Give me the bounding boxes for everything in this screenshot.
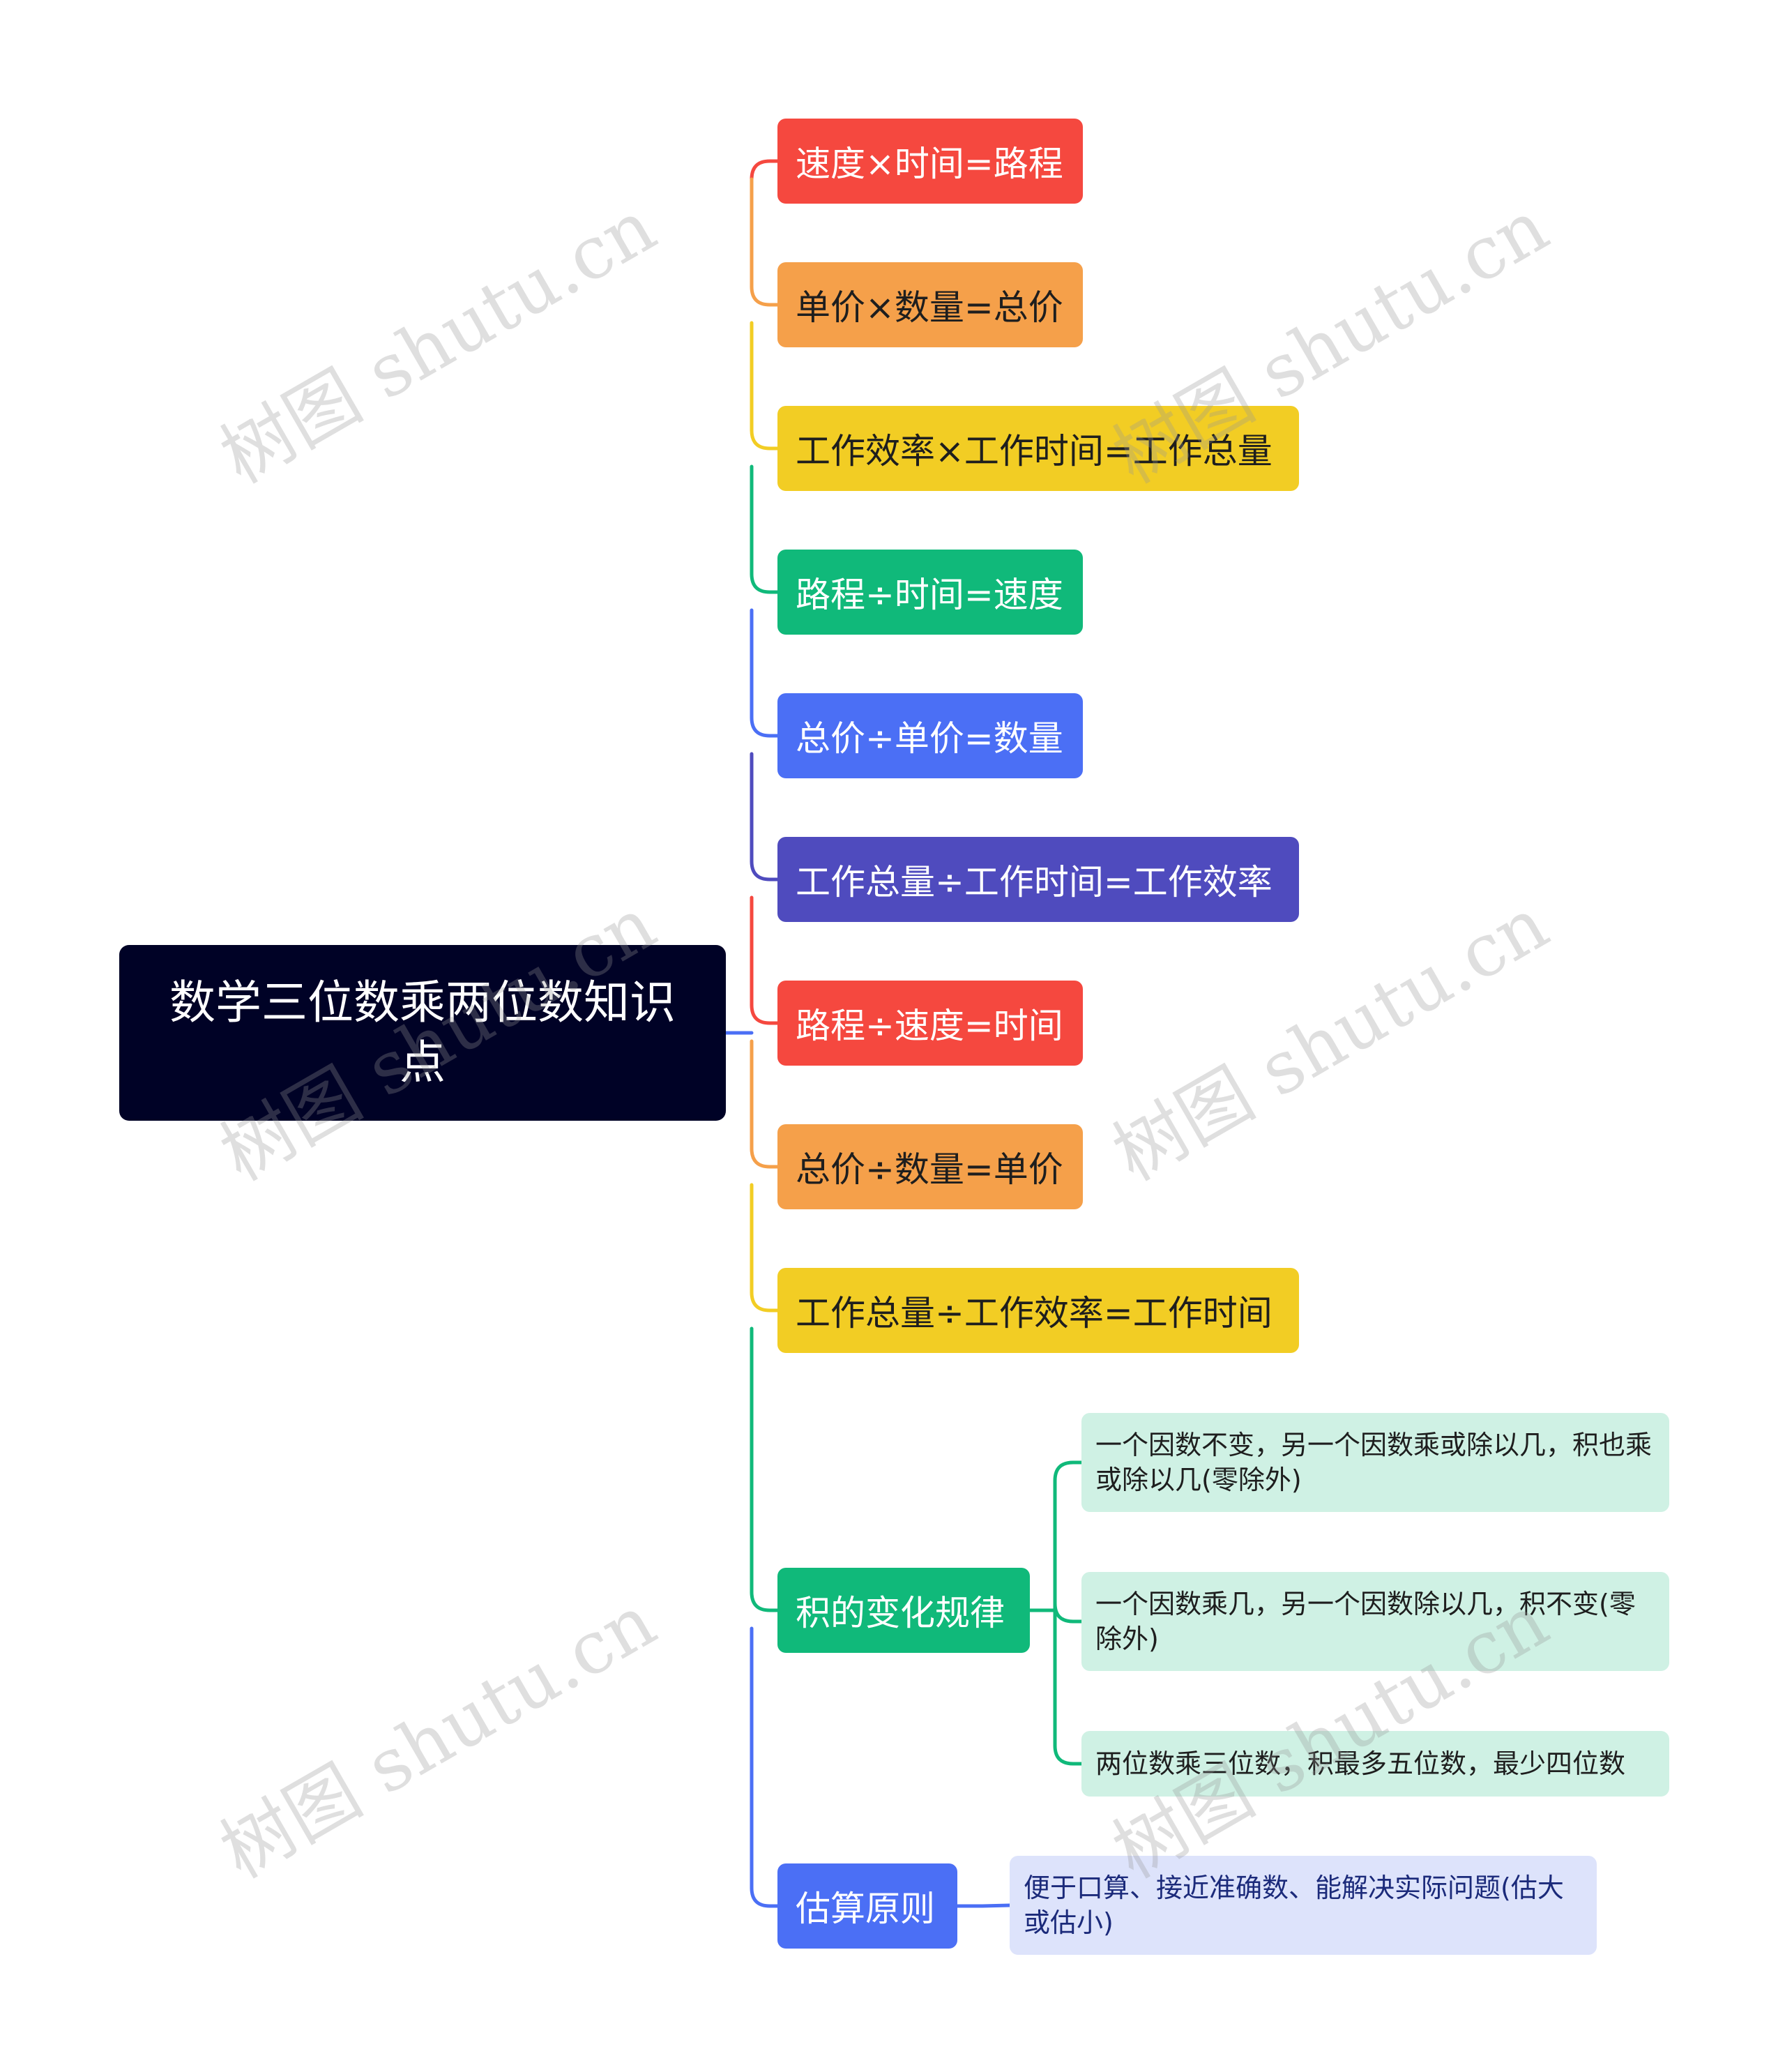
branch-label: 工作总量÷工作效率=工作时间	[796, 1293, 1273, 1333]
branch-label: 速度×时间=路程	[796, 144, 1063, 184]
branch-node-product-rules[interactable]: 积的变化规律	[777, 1568, 1030, 1653]
branch-connector	[750, 1147, 780, 1169]
branch-node-distance[interactable]: 速度×时间=路程	[777, 119, 1083, 204]
branch-label: 积的变化规律	[796, 1593, 1005, 1633]
branch-label: 总价÷数量=单价	[796, 1149, 1063, 1190]
leaf-node-rule-3[interactable]: 两位数乘三位数，积最多五位数，最少四位数	[1081, 1731, 1669, 1797]
branch-connector	[750, 716, 780, 738]
sub-connector	[1053, 1608, 1084, 1766]
branch-connector	[750, 1590, 780, 1612]
branch-node-quantity[interactable]: 总价÷单价=数量	[777, 693, 1083, 778]
branch-node-unit-price[interactable]: 总价÷数量=单价	[777, 1124, 1083, 1209]
branch-node-work-efficiency[interactable]: 工作总量÷工作时间=工作效率	[777, 837, 1299, 922]
branch-label: 路程÷速度=时间	[796, 1006, 1063, 1046]
branch-node-estimation[interactable]: 估算原则	[777, 1863, 957, 1949]
sub-connector	[980, 1903, 1012, 1908]
sub-connector	[1053, 1603, 1084, 1624]
branch-connector	[750, 159, 780, 181]
root-node[interactable]: 数学三位数乘两位数知识点	[119, 945, 726, 1121]
branch-label: 总价÷单价=数量	[796, 718, 1063, 759]
branch-label: 工作效率×工作时间=工作总量	[796, 431, 1273, 471]
branch-connector	[750, 859, 780, 882]
branch-connector	[750, 572, 780, 594]
leaf-label: 一个因数不变，另一个因数乘或除以几，积也乘或除以几(零除外)	[1095, 1430, 1653, 1495]
leaf-label: 便于口算、接近准确数、能解决实际问题(估大或估小)	[1024, 1873, 1564, 1938]
leaf-node-estimation-principle[interactable]: 便于口算、接近准确数、能解决实际问题(估大或估小)	[1010, 1856, 1597, 1955]
branch-label: 单价×数量=总价	[796, 287, 1063, 328]
branch-node-time[interactable]: 路程÷速度=时间	[777, 981, 1083, 1066]
leaf-node-rule-1[interactable]: 一个因数不变，另一个因数乘或除以几，积也乘或除以几(零除外)	[1081, 1413, 1669, 1512]
branch-label: 估算原则	[796, 1889, 935, 1929]
branch-connector	[750, 428, 780, 451]
root-node-label: 数学三位数乘两位数知识点	[169, 976, 676, 1089]
branch-label: 工作总量÷工作时间=工作效率	[796, 862, 1273, 902]
branch-node-speed[interactable]: 路程÷时间=速度	[777, 550, 1083, 635]
branch-connector	[750, 1003, 780, 1025]
branch-label: 路程÷时间=速度	[796, 575, 1063, 615]
branch-node-work-time[interactable]: 工作总量÷工作效率=工作时间	[777, 1268, 1299, 1353]
branch-node-total-price[interactable]: 单价×数量=总价	[777, 262, 1083, 347]
leaf-label: 两位数乘三位数，积最多五位数，最少四位数	[1095, 1748, 1626, 1779]
sub-connector	[1053, 1460, 1084, 1612]
leaf-label: 一个因数乘几，另一个因数除以几，积不变(零除外)	[1095, 1589, 1636, 1654]
branch-connector	[750, 1886, 780, 1908]
branch-connector	[750, 285, 780, 307]
branch-node-total-work[interactable]: 工作效率×工作时间=工作总量	[777, 406, 1299, 491]
leaf-node-rule-2[interactable]: 一个因数乘几，另一个因数除以几，积不变(零除外)	[1081, 1572, 1669, 1671]
branch-connector	[750, 1290, 780, 1313]
